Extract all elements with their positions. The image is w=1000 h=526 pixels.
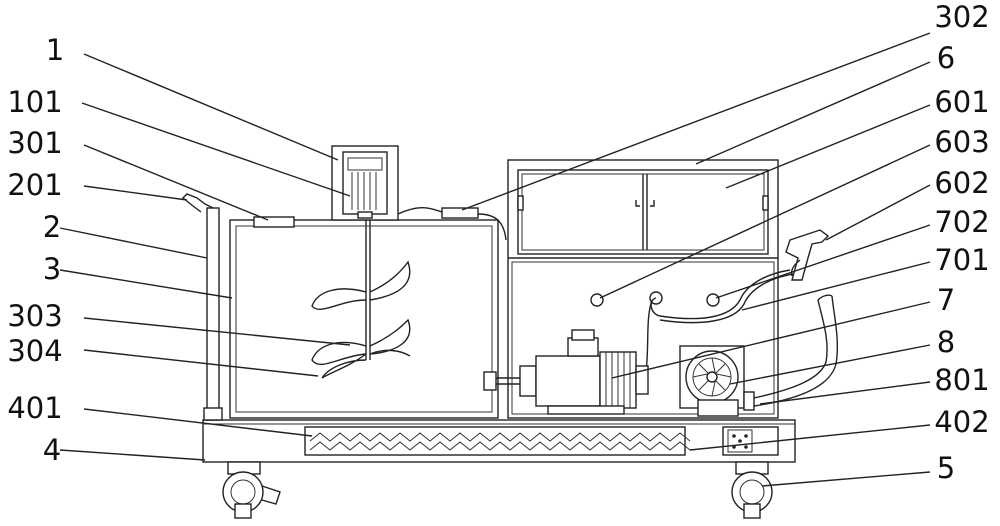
label-302: 302 <box>934 0 989 34</box>
storage-drawer <box>305 427 685 455</box>
mixing-tank <box>230 216 498 418</box>
label-7: 7 <box>937 283 955 317</box>
push-handle <box>183 194 222 420</box>
wheel-left <box>223 462 280 518</box>
label-3: 3 <box>43 252 61 286</box>
label-701: 701 <box>934 243 989 277</box>
label-201: 201 <box>7 168 62 202</box>
port-603 <box>591 294 603 306</box>
label-5: 5 <box>937 451 955 485</box>
label-6: 6 <box>937 41 955 75</box>
label-2: 2 <box>43 210 61 244</box>
label-702: 702 <box>934 205 989 239</box>
label-401: 401 <box>7 391 62 425</box>
label-303: 303 <box>7 299 62 333</box>
inlet-cover <box>254 217 294 227</box>
label-1: 1 <box>46 33 64 67</box>
motor <box>332 146 398 220</box>
label-101: 101 <box>7 85 62 119</box>
label-603: 603 <box>934 125 989 159</box>
label-402: 402 <box>934 405 989 439</box>
wheel-right <box>732 462 772 518</box>
label-304: 304 <box>7 334 62 368</box>
label-301: 301 <box>7 126 62 160</box>
label-4: 4 <box>43 433 61 467</box>
port-702 <box>707 294 719 306</box>
label-801: 801 <box>934 363 989 397</box>
label-602: 602 <box>934 166 989 200</box>
base-platform <box>203 420 795 462</box>
label-8: 8 <box>937 325 955 359</box>
label-601: 601 <box>934 85 989 119</box>
